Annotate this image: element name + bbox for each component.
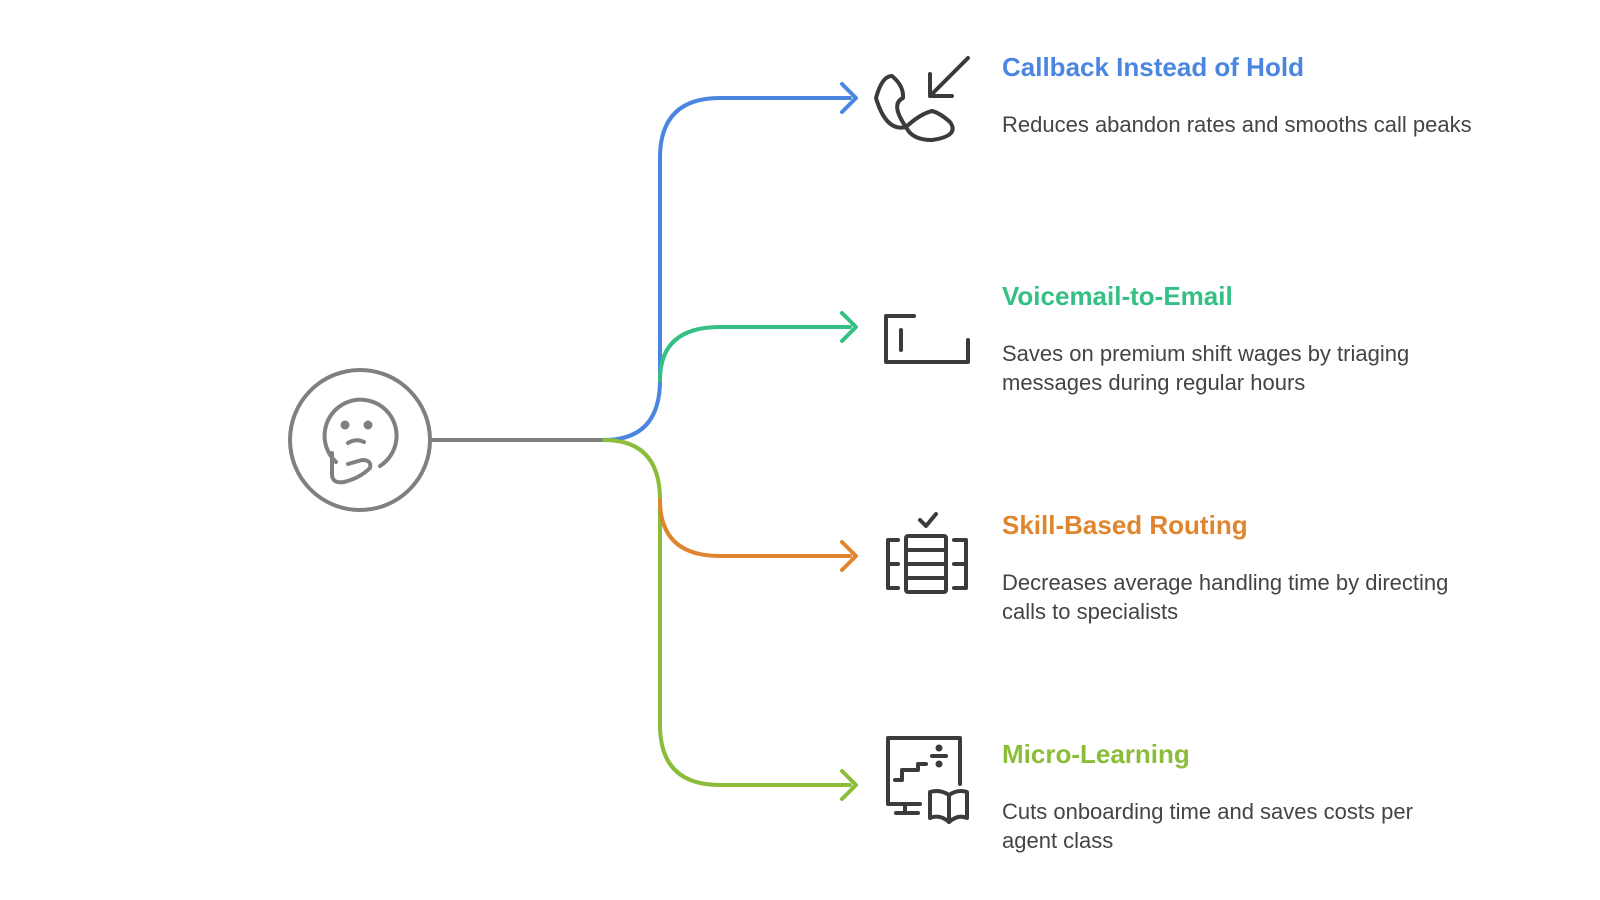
branch-title-1: Callback Instead of Hold	[1002, 52, 1304, 82]
branch-title-4: Micro-Learning	[1002, 739, 1190, 769]
branch-description-4: Cuts onboarding time and saves costs per…	[1002, 799, 1413, 853]
arrowhead-4	[840, 769, 858, 801]
branch-connector-3	[658, 498, 852, 558]
branch-description-3: Decreases average handling time by direc…	[1002, 570, 1449, 624]
training-monitor-book-icon	[886, 736, 969, 824]
branch-description-2: Saves on premium shift wages by triaging…	[1002, 341, 1410, 395]
thinking-face-icon	[322, 397, 399, 485]
center-node	[288, 368, 432, 512]
branch-title-3: Skill-Based Routing	[1002, 510, 1248, 540]
routing-grid-icon	[886, 512, 968, 594]
branch-connector-4	[602, 438, 852, 787]
branch-connector-2	[658, 325, 852, 382]
branch-title-2: Voicemail-to-Email	[1002, 281, 1233, 311]
branch-connector-1	[602, 96, 852, 442]
inbox-tray-icon	[884, 314, 970, 364]
arrowhead-2	[840, 311, 858, 343]
arrowhead-1	[840, 82, 858, 114]
phone-callback-icon	[874, 56, 970, 142]
branch-description-1: Reduces abandon rates and smooths call p…	[1002, 112, 1472, 137]
arrowhead-3	[840, 540, 858, 572]
